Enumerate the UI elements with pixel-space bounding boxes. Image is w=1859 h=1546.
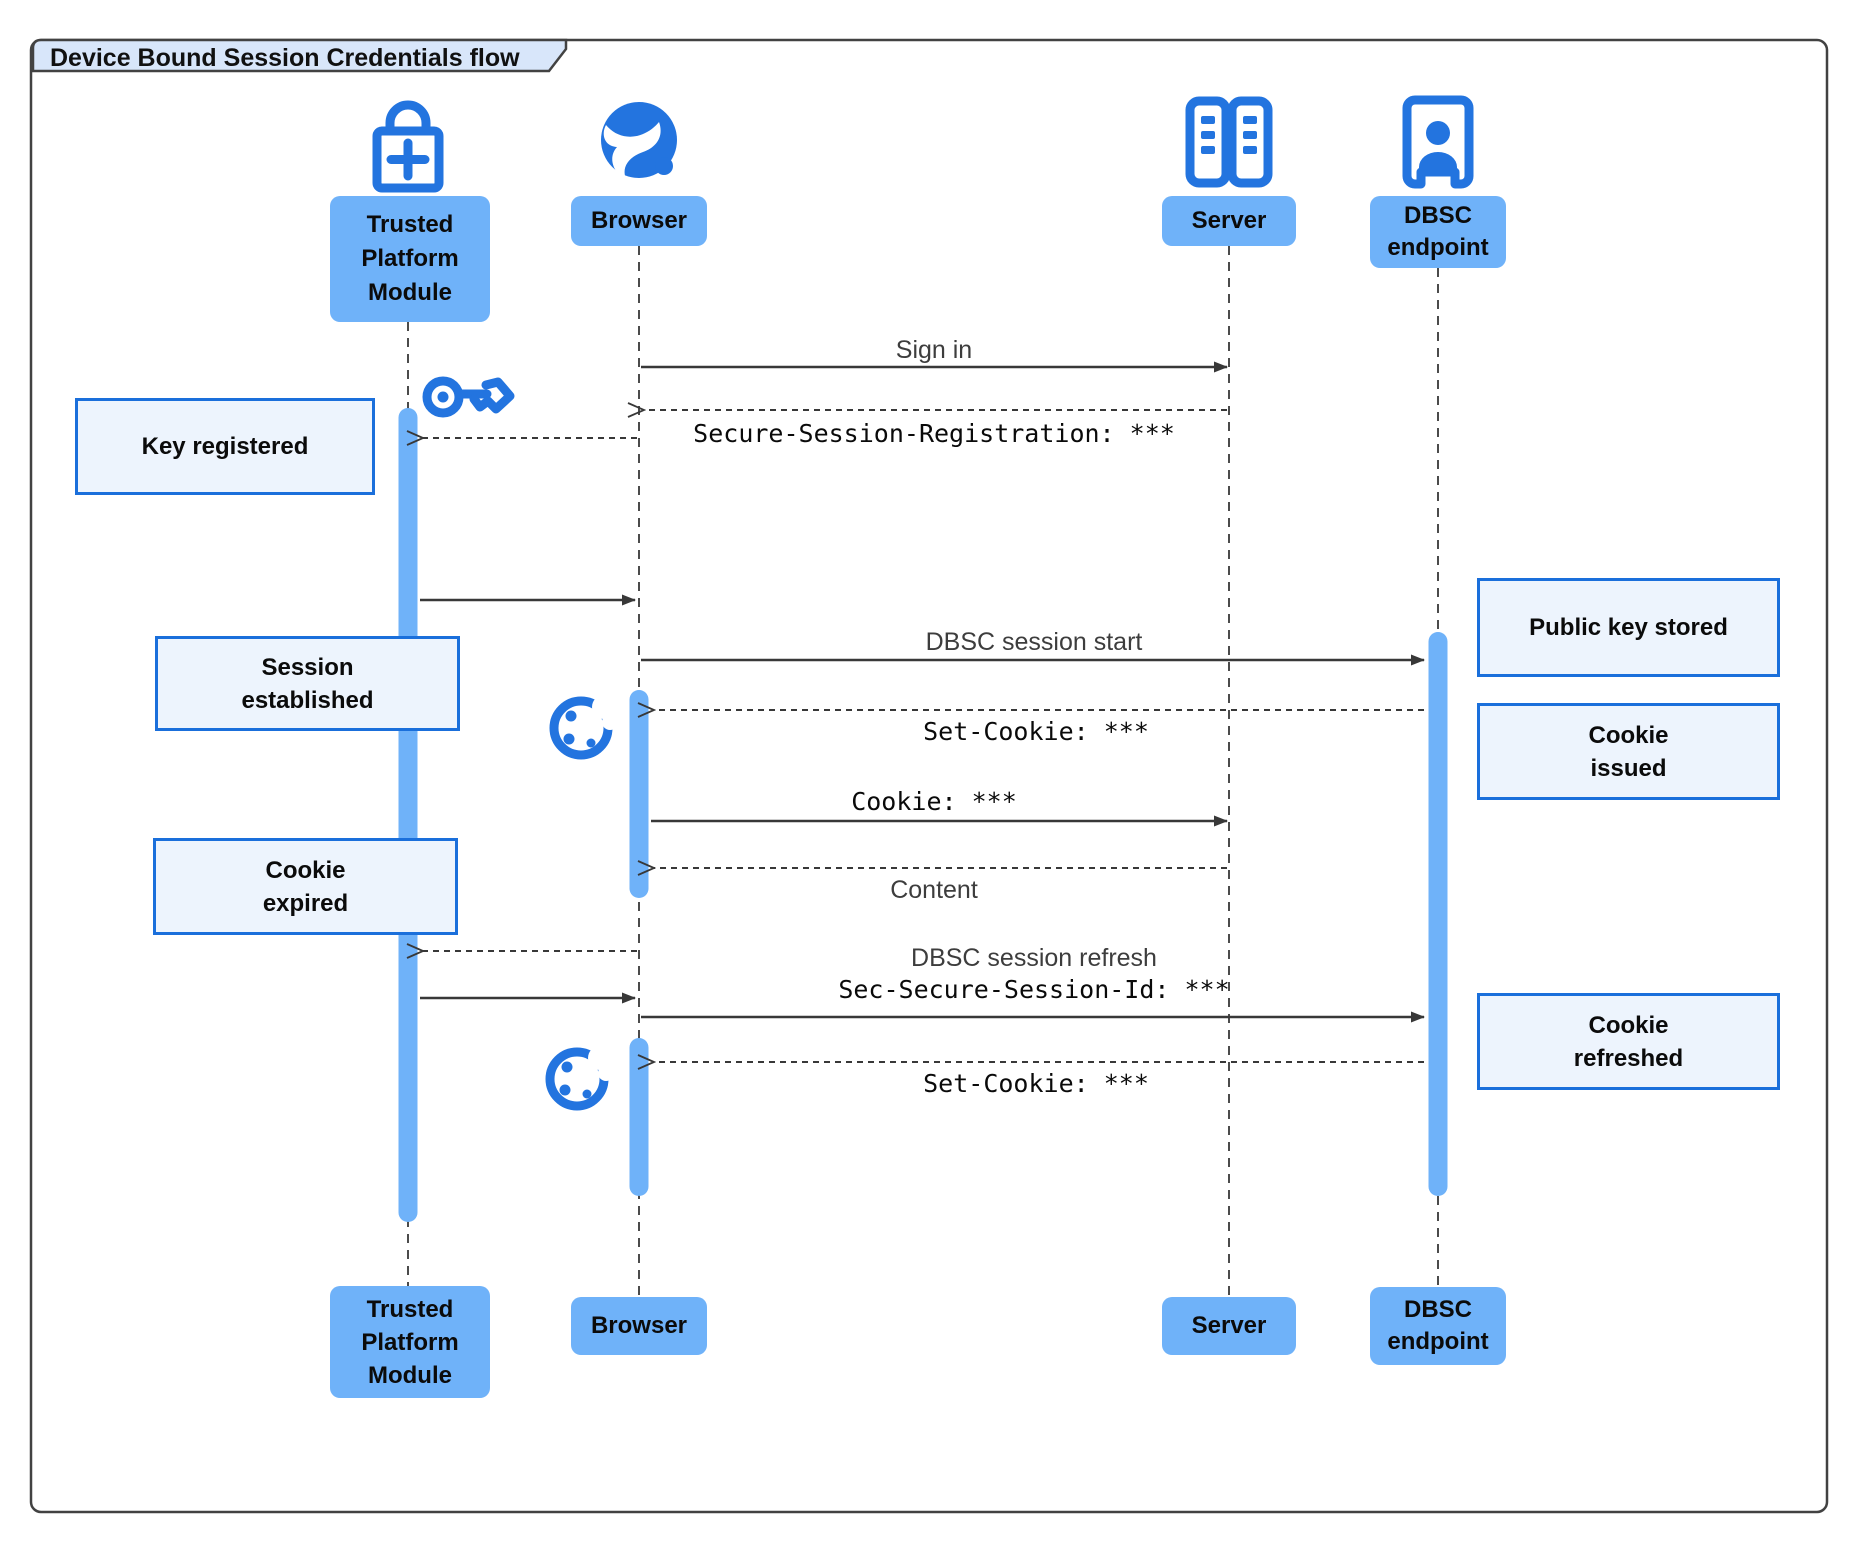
participant-tpm-bottom: Trusted Platform Module [330, 1286, 490, 1398]
doorway-person-icon [1402, 95, 1474, 190]
note-cookie-expired: Cookie expired [153, 838, 458, 935]
message-sec-secure-session-id-label: Sec-Secure-Session-Id: *** [838, 975, 1230, 1004]
note-cookie-refreshed: Cookie refreshed [1477, 993, 1780, 1090]
activation-bar-browser-1 [629, 690, 649, 898]
participant-tpm-top: Trusted Platform Module [330, 196, 490, 322]
note-public-key-stored: Public key stored [1477, 578, 1780, 677]
participant-dbsc-top: DBSC endpoint [1370, 196, 1506, 268]
note-key-registered: Key registered [75, 398, 375, 495]
diagram-title: Device Bound Session Credentials flow [50, 44, 520, 72]
server-racks-icon [1185, 96, 1273, 188]
key-icon [422, 376, 515, 418]
message-set-cookie-2-label: Set-Cookie: *** [923, 1069, 1149, 1098]
participant-browser-bottom: Browser [571, 1297, 707, 1355]
message-dbsc-session-refresh-label: DBSC session refresh [911, 944, 1157, 972]
participant-dbsc-bottom: DBSC endpoint [1370, 1287, 1506, 1365]
note-cookie-issued: Cookie issued [1477, 703, 1780, 800]
activation-bar-dbsc [1428, 632, 1448, 1196]
participant-server-bottom: Server [1162, 1297, 1296, 1355]
note-session-established: Session established [155, 636, 460, 731]
message-set-cookie-1-label: Set-Cookie: *** [923, 717, 1149, 746]
title-tab-shape [31, 38, 568, 73]
diagram-frame-border [29, 38, 1829, 1514]
cookie-icon [549, 695, 618, 760]
message-content-label: Content [890, 876, 978, 904]
message-secure-session-registration-label: Secure-Session-Registration: *** [693, 419, 1175, 448]
message-dbsc-session-start-label: DBSC session start [925, 628, 1143, 656]
cookie-icon [545, 1046, 614, 1111]
activation-bar-tpm [398, 408, 418, 1222]
message-cookie-label: Cookie: *** [851, 787, 1017, 816]
activation-bar-browser-2 [629, 1038, 649, 1196]
message-sign-in-label: Sign in [895, 336, 973, 364]
participant-server-top: Server [1162, 196, 1296, 246]
participant-browser-top: Browser [571, 196, 707, 246]
lock-plus-icon [372, 100, 444, 193]
globe-icon [601, 102, 677, 181]
